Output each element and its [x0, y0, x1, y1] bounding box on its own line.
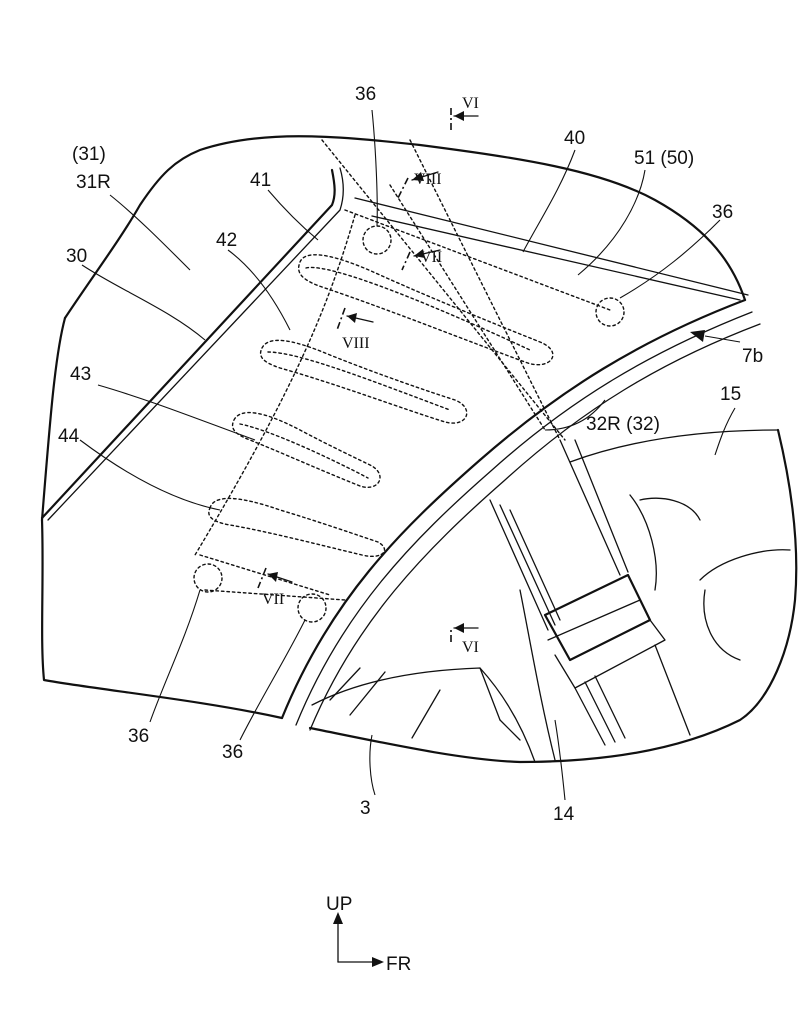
label-40: 40 [564, 128, 585, 149]
direction-indicator: UP FR [326, 894, 411, 975]
up-arrow-icon [333, 912, 343, 924]
member-14 [489, 439, 691, 761]
label-32R: 32R (32) [586, 414, 660, 435]
section-marks [257, 108, 479, 642]
panel-outline [40, 135, 798, 764]
label-31: (31) [72, 144, 106, 165]
beads [208, 254, 554, 557]
label-43: 43 [70, 364, 91, 385]
label-15: 15 [720, 384, 741, 405]
bead-41 [298, 254, 554, 366]
section-viii-mid: VIII [342, 335, 370, 352]
label-36-bottom-left: 36 [128, 726, 149, 747]
bead-44 [208, 497, 386, 557]
reference-labels: (31) 31R 30 41 42 43 44 36 36 36 36 40 5… [58, 84, 763, 825]
leader-lines [79, 109, 741, 801]
label-14: 14 [553, 804, 575, 825]
spot-right [595, 297, 625, 327]
section-vi-top: VI [462, 95, 479, 112]
reinforcement-40 [194, 197, 749, 601]
label-7b: 7b [742, 346, 763, 367]
spot-bottom-center [297, 593, 327, 623]
label-3: 3 [360, 798, 371, 819]
spot-top [362, 225, 392, 255]
section-labels: VI VI VIII VII VIII VII [262, 95, 479, 656]
section-vii-top: VII [420, 249, 442, 266]
label-36-top: 36 [355, 84, 376, 105]
guide-lines [321, 139, 566, 441]
section-viii-top: VIII [414, 171, 442, 188]
bead-43 [231, 411, 381, 488]
weld-spots [193, 225, 625, 623]
label-42: 42 [216, 230, 237, 251]
bead-42 [259, 339, 468, 424]
direction-fr-label: FR [386, 954, 411, 975]
label-36-right: 36 [712, 202, 733, 223]
wheel-arch-32R [280, 298, 761, 731]
section-vi-bottom: VI [462, 639, 479, 656]
label-41: 41 [250, 170, 271, 191]
right-arrow-icon [372, 957, 384, 967]
direction-up-label: UP [326, 894, 352, 915]
member-3 [311, 667, 536, 763]
label-36-bottom-center: 36 [222, 742, 243, 763]
pillar-30 [40, 167, 345, 521]
wheel-housing-15 [569, 429, 791, 661]
label-44: 44 [58, 426, 80, 447]
spot-bottom-left [193, 563, 223, 593]
label-51: 51 (50) [634, 148, 694, 169]
label-31R: 31R [76, 172, 111, 193]
label-30: 30 [66, 246, 87, 267]
section-vii-bottom: VII [262, 591, 284, 608]
